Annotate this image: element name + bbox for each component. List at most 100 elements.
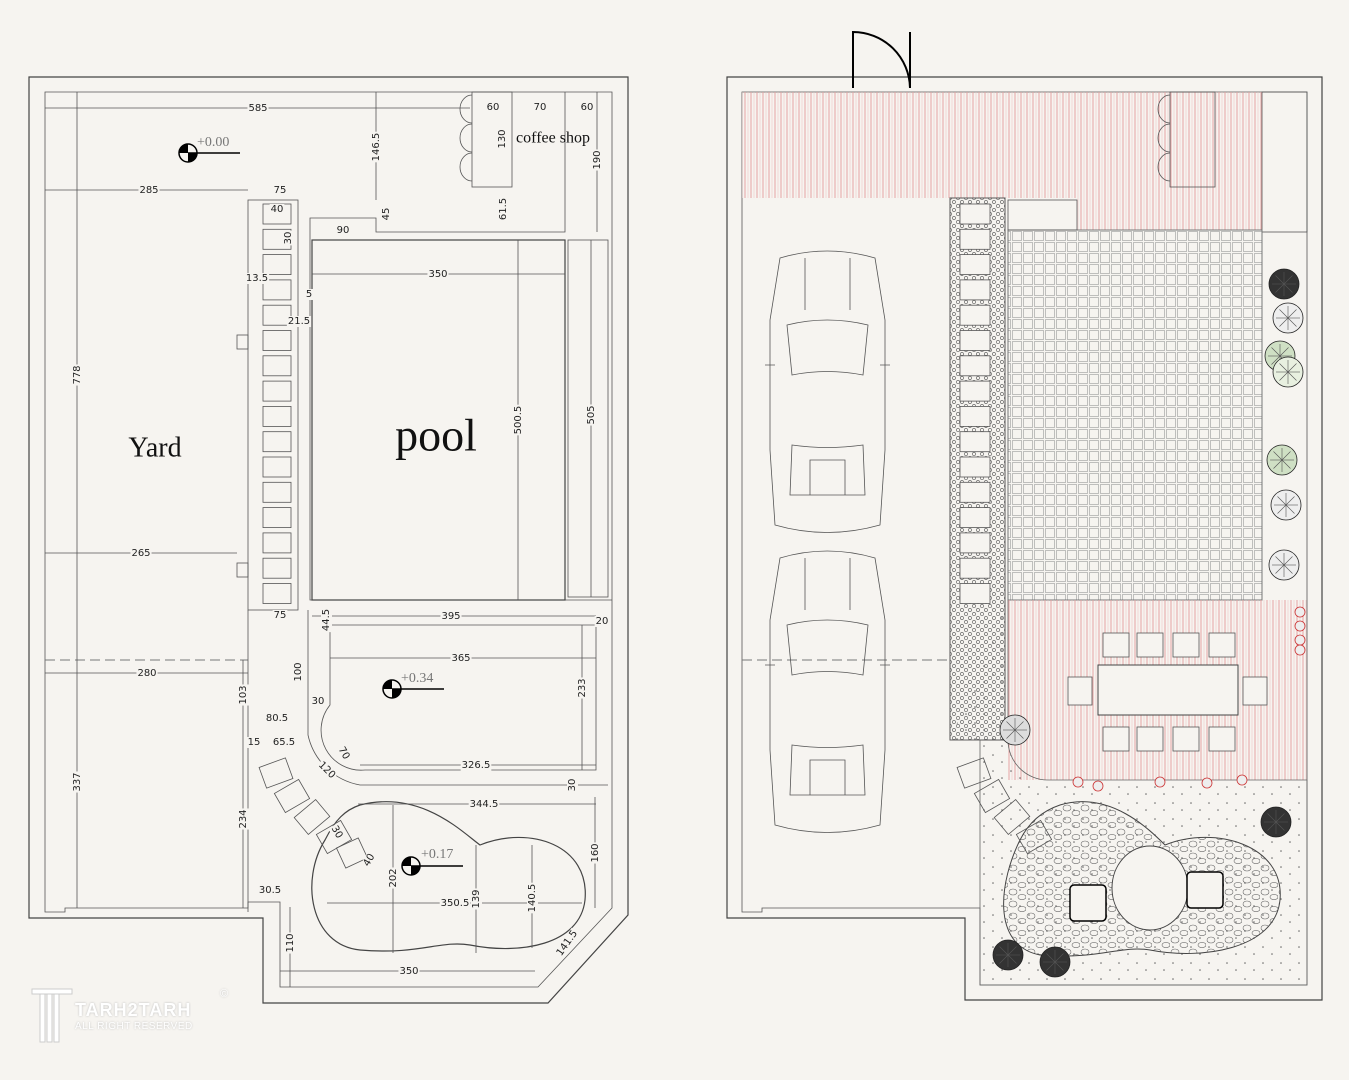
dimension-label: 285	[139, 185, 158, 196]
dimension-label: 90	[337, 225, 350, 236]
dimension-label: 140.5	[527, 884, 538, 913]
shrub-icon	[1154, 776, 1166, 788]
stepping-stones	[959, 203, 991, 604]
dimension-label: 40	[361, 852, 377, 869]
dimension-label: 20	[596, 616, 609, 627]
dimension-lines	[45, 92, 598, 987]
dimension-label: 585	[248, 103, 267, 114]
dimension-label: 30	[567, 779, 578, 792]
dimension-label: 233	[577, 678, 588, 697]
shrub-icon	[1294, 606, 1306, 618]
level-label: +0.17	[421, 847, 453, 862]
dimension-label: 500.5	[513, 406, 524, 435]
dimension-label: 202	[388, 868, 399, 887]
lounge-chair	[1186, 871, 1224, 909]
dimension-label: 15	[248, 737, 261, 748]
dimension-label: 130	[497, 129, 508, 148]
car-icon	[765, 250, 890, 533]
level-label: +0.34	[401, 671, 433, 686]
dimension-label: 365	[451, 653, 470, 664]
dimension-label: 45	[381, 208, 392, 221]
watermark-tagline: ALL RIGHT RESERVED	[75, 1021, 193, 1032]
dimension-label: 103	[238, 685, 249, 704]
curved-benches	[258, 757, 369, 869]
dimension-label: 44.5	[321, 609, 332, 631]
dimension-label: 160	[590, 843, 601, 862]
shrub-icon	[1236, 774, 1248, 786]
dining-chairs	[1067, 632, 1268, 752]
dimension-label: 5	[306, 289, 312, 300]
dimension-label: 60	[487, 102, 500, 113]
dimension-label: 60	[581, 102, 594, 113]
pool-label: pool	[395, 410, 477, 461]
watermark-logo: TARH2TARH ALL RIGHT RESERVED ©	[30, 985, 228, 1050]
round-table	[1111, 845, 1189, 931]
bar-stools	[459, 94, 473, 182]
coffee-shop-label: coffee shop	[516, 130, 590, 147]
shrub-icon	[1201, 777, 1213, 789]
dimension-label: 146.5	[371, 133, 382, 162]
dimension-label: 75	[274, 185, 287, 196]
dimension-label: 70	[336, 745, 352, 762]
shrub-icon	[1294, 620, 1306, 632]
dimension-label: 61.5	[498, 198, 509, 220]
inner-wall	[44, 91, 613, 988]
dimension-label: 344.5	[470, 799, 499, 810]
curved-benches	[956, 757, 1053, 855]
shrub-icon	[1092, 780, 1104, 792]
dimension-label: 70	[534, 102, 547, 113]
coffee-shop-boundary	[309, 92, 612, 601]
lounge-chair	[1069, 884, 1107, 922]
right-plan	[726, 30, 1323, 1001]
dimension-label: 110	[285, 933, 296, 952]
dimension-label: 139	[471, 889, 482, 908]
pool-steps	[262, 203, 292, 604]
yard-label: Yard	[128, 432, 181, 463]
pool-side-channel	[567, 239, 609, 598]
level-markers	[178, 143, 463, 876]
outer-wall	[726, 76, 1323, 1001]
parked-cars	[765, 250, 890, 833]
pool-basin	[311, 239, 566, 601]
dimension-label: 395	[441, 611, 460, 622]
column-logo-icon	[31, 988, 73, 1043]
dimension-label: 30.5	[259, 885, 281, 896]
dining-table	[1097, 664, 1239, 716]
level-label: +0.00	[197, 135, 229, 150]
dimension-label: 265	[131, 548, 150, 559]
upper-deck	[320, 610, 597, 771]
car-icon	[765, 550, 890, 833]
left-plan: +0.00 +0.34 +0.17 Yard pool coffee shop …	[28, 76, 629, 1004]
shrub-icon	[1294, 644, 1306, 656]
dimension-label: 337	[72, 772, 83, 791]
dimension-label: 350	[428, 269, 447, 280]
dimension-label: 350	[399, 966, 418, 977]
outer-wall	[28, 76, 629, 1004]
curved-path	[307, 610, 608, 786]
dimension-label: 13.5	[246, 273, 268, 284]
dimension-label: 100	[293, 662, 304, 681]
shrub-icon	[1294, 634, 1306, 646]
pool-tiles	[1007, 229, 1263, 601]
dimension-label: 778	[72, 365, 83, 384]
dimension-label: 141.5	[555, 928, 580, 958]
dimension-label: 80.5	[266, 713, 288, 724]
deck-walkway	[742, 92, 1262, 198]
dimension-label: 40	[271, 204, 284, 215]
dimension-label: 350.5	[441, 898, 470, 909]
entrance-door[interactable]	[852, 30, 911, 89]
coffee-counter	[1169, 91, 1216, 188]
dimension-label: 280	[137, 668, 156, 679]
dimension-label: 65.5	[273, 737, 295, 748]
step-column	[247, 199, 299, 611]
dimension-label: 21.5	[288, 316, 310, 327]
dimension-label: 505	[586, 405, 597, 424]
garden-pond	[311, 801, 586, 952]
coffee-counter	[471, 91, 513, 188]
dimension-label: 190	[592, 150, 603, 169]
dimension-label: 30	[312, 696, 325, 707]
dimension-label: 30	[283, 232, 294, 245]
dimension-label: 234	[238, 809, 249, 828]
watermark-brand: TARH2TARH	[75, 1000, 192, 1020]
